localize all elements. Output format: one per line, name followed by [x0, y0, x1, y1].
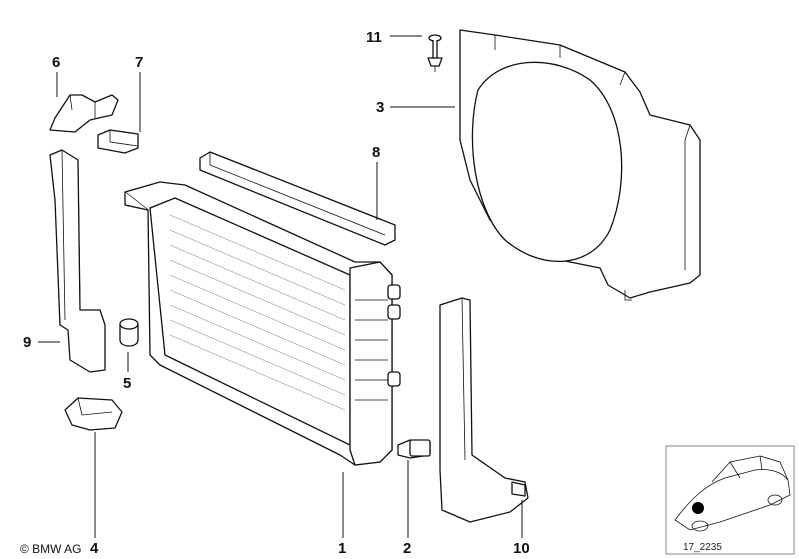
callout-10: 10 — [513, 540, 530, 557]
fan-shroud — [459, 29, 701, 301]
holder-bracket — [64, 397, 123, 431]
seal-strip — [199, 151, 396, 246]
rubber-mount — [97, 129, 139, 154]
upper-bracket — [49, 94, 119, 133]
callout-7: 7 — [135, 54, 143, 71]
car-thumbnail: 17_2235 — [665, 445, 795, 555]
callout-labels: 11 3 8 6 7 9 5 4 1 2 10 — [23, 29, 530, 557]
radiator — [124, 181, 401, 466]
location-marker — [692, 502, 704, 514]
callout-3: 3 — [376, 99, 384, 116]
copyright-text: © BMW AG — [20, 542, 82, 556]
ref-code: 17_2235 — [683, 542, 722, 553]
callout-2: 2 — [403, 540, 411, 557]
callout-5: 5 — [123, 375, 131, 392]
callout-4: 4 — [90, 540, 99, 557]
bolt — [397, 439, 431, 459]
leader-lines — [38, 35, 523, 538]
callout-8: 8 — [372, 144, 380, 161]
air-duct — [439, 297, 529, 523]
callout-6: 6 — [52, 54, 60, 71]
clip-rivet — [427, 34, 443, 72]
callout-9: 9 — [23, 334, 31, 351]
side-panel — [49, 149, 106, 373]
rubber-bush — [119, 318, 139, 347]
callout-1: 1 — [338, 540, 346, 557]
callout-11: 11 — [366, 29, 382, 46]
